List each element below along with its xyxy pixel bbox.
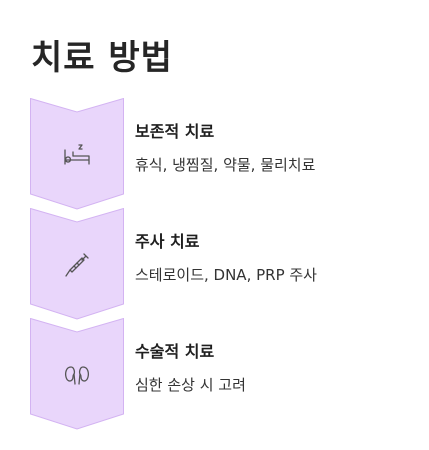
page-title: 치료 방법: [31, 38, 173, 78]
step-description: 심한 손상 시 고려: [135, 376, 246, 394]
step-1-text: 보존적 치료 휴식, 냉찜질, 약물, 물리치료: [135, 118, 315, 175]
step-description: 스테로이드, DNA, PRP 주사: [135, 266, 317, 284]
step-3-text: 수술적 치료 심한 손상 시 고려: [135, 338, 246, 395]
syringe-icon: [65, 253, 89, 277]
step-2-text: 주사 치료 스테로이드, DNA, PRP 주사: [135, 228, 317, 285]
step-1-chevron: [30, 98, 124, 210]
step-title: 수술적 치료: [135, 342, 215, 361]
step-title: 주사 치료: [135, 232, 200, 251]
chevron-shape: [30, 318, 124, 430]
step-2-chevron: [30, 208, 124, 320]
chevron-shape: [30, 98, 124, 210]
step-description: 휴식, 냉찜질, 약물, 물리치료: [135, 156, 316, 174]
step-3-chevron: [30, 318, 124, 430]
kidney-icon: [65, 366, 89, 385]
bed-sleep-icon: [64, 144, 90, 165]
step-title: 보존적 치료: [135, 122, 215, 141]
